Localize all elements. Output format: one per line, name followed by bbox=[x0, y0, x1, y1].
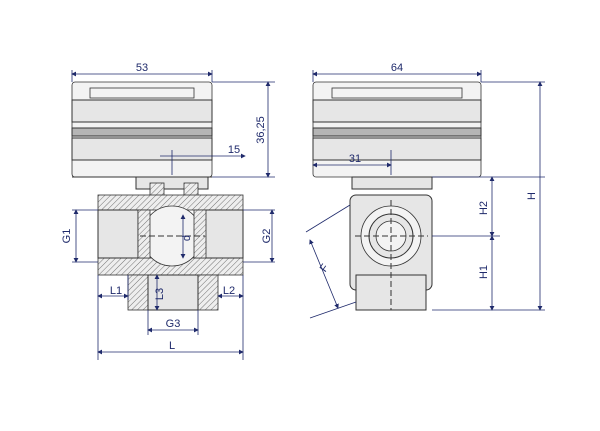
dim-l3: L3 bbox=[154, 288, 166, 300]
dim-53: 53 bbox=[136, 62, 148, 74]
dim-64: 64 bbox=[391, 62, 403, 74]
dim-31: 31 bbox=[349, 153, 361, 165]
dim-l1: L1 bbox=[110, 285, 122, 297]
left-view: 53 36,25 15 G1 G2 d L1 L2 L3 bbox=[61, 62, 275, 360]
dim-h: H bbox=[526, 192, 538, 200]
dim-h2: H2 bbox=[478, 201, 490, 215]
dim-g2: G2 bbox=[261, 229, 273, 244]
actuator-left bbox=[71, 81, 213, 178]
dim-g3: G3 bbox=[166, 318, 181, 330]
valve-body-side bbox=[349, 194, 433, 311]
dim-d: d bbox=[181, 235, 193, 241]
dim-l2: L2 bbox=[223, 285, 235, 297]
dim-36-25: 36,25 bbox=[255, 116, 267, 144]
dim-15: 15 bbox=[228, 144, 240, 156]
dim-f: F bbox=[318, 262, 332, 275]
dim-h1: H1 bbox=[478, 265, 490, 279]
right-view: 64 31 H2 H1 H F bbox=[305, 62, 545, 319]
dim-l: L bbox=[169, 340, 175, 352]
dim-g1: G1 bbox=[61, 229, 73, 244]
valve-body-section bbox=[97, 194, 244, 311]
neck-right bbox=[351, 176, 433, 190]
actuator-right bbox=[312, 81, 482, 178]
